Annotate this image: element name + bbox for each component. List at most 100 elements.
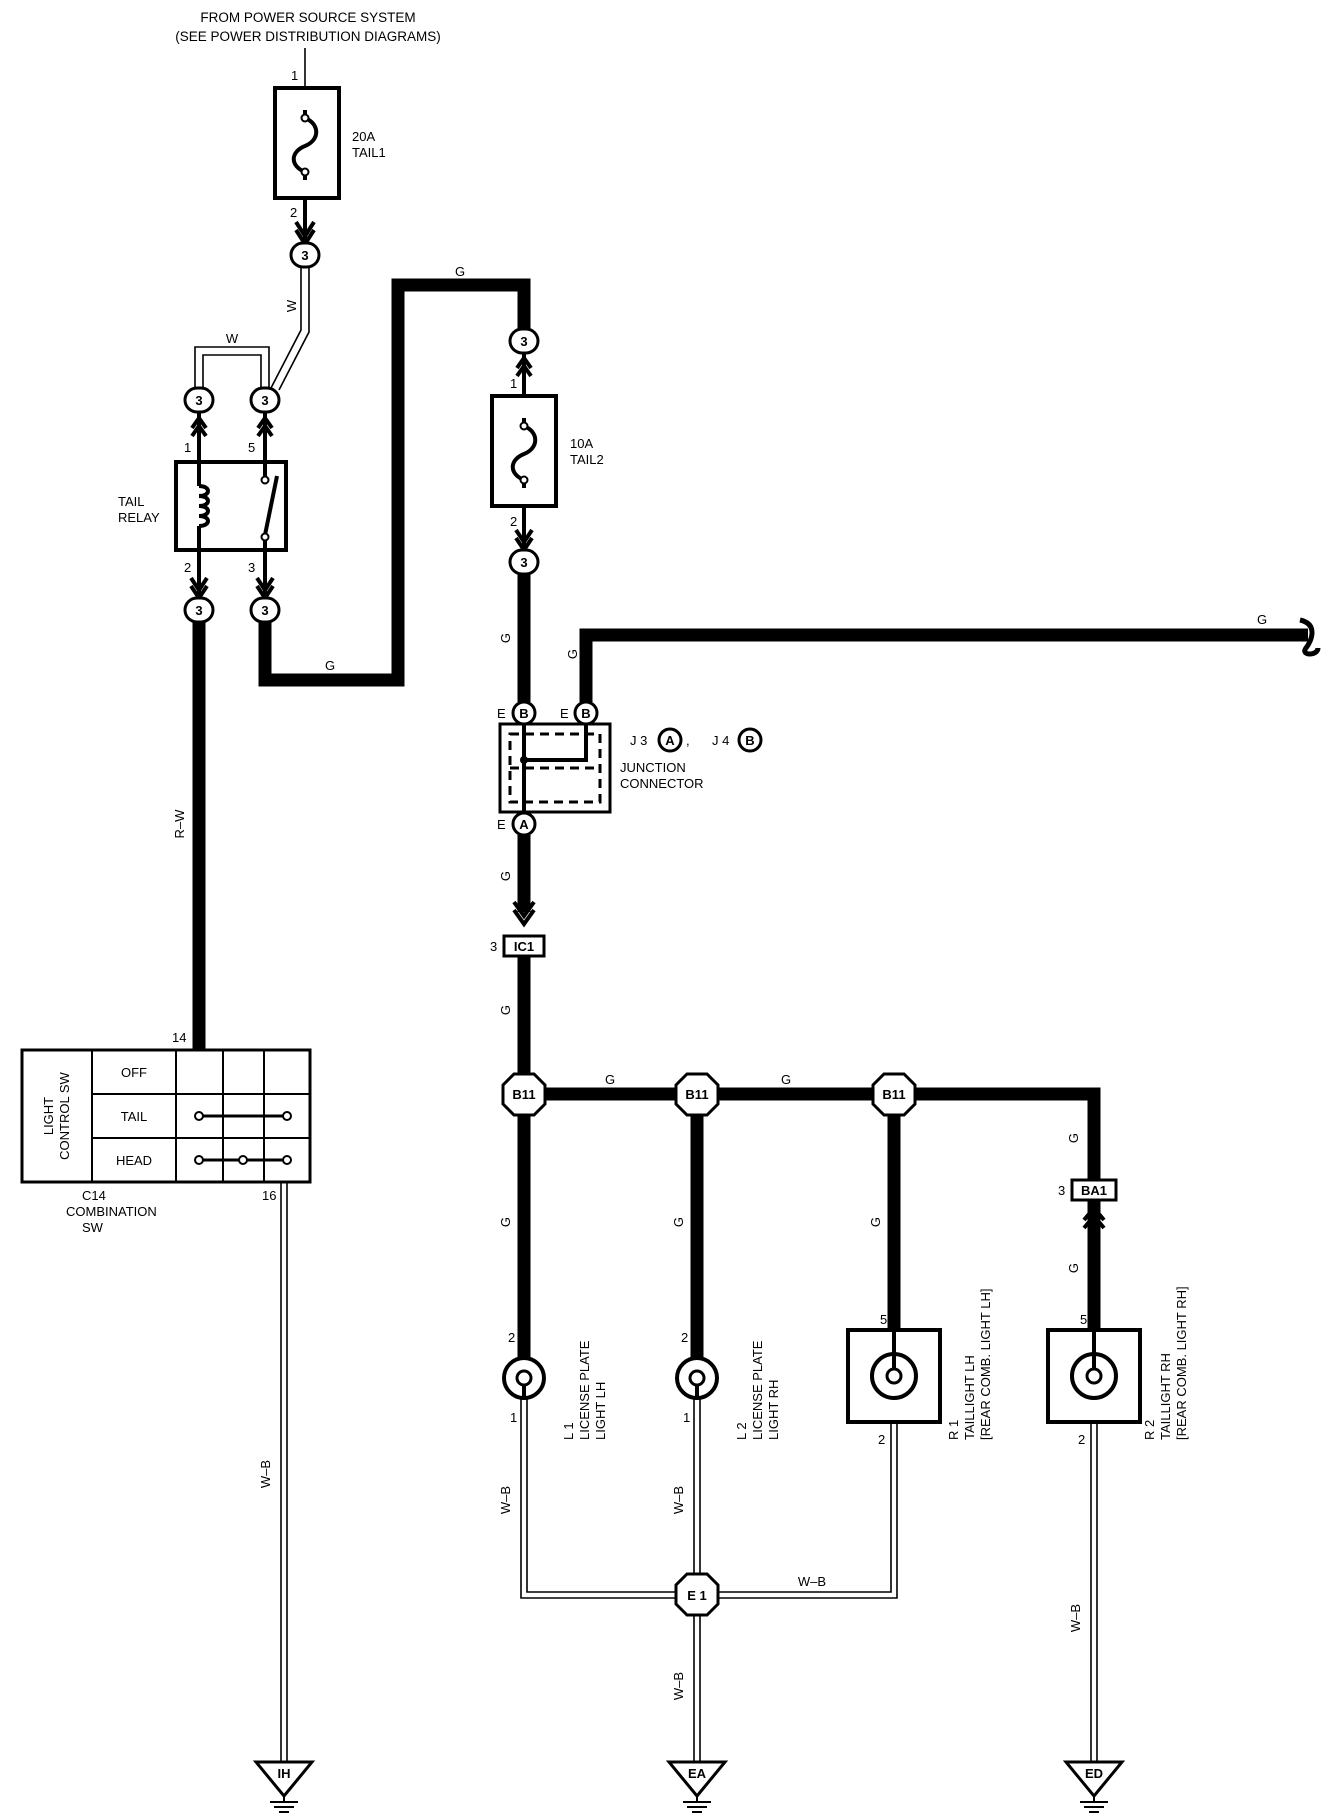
- header-line2: (SEE POWER DISTRIBUTION DIAGRAMS): [175, 29, 441, 44]
- svg-text:IC1: IC1: [514, 939, 534, 954]
- svg-text:G: G: [671, 1217, 686, 1227]
- wire-g-junction-to-ic1: G IC1 3 G: [490, 835, 546, 1084]
- svg-text:3: 3: [261, 603, 268, 618]
- svg-text:2: 2: [1078, 1432, 1085, 1447]
- svg-text:1: 1: [683, 1410, 690, 1425]
- connector-ba1: BA1 3 G: [1058, 1178, 1118, 1330]
- switch-position-head: HEAD: [116, 1153, 152, 1168]
- license-plate-light-rh: 2 1 L 2 LICENSE PLATE LIGHT RH: [675, 1330, 781, 1440]
- svg-text:3: 3: [195, 393, 202, 408]
- relay-label-2: RELAY: [118, 510, 160, 525]
- svg-text:G: G: [1257, 612, 1267, 627]
- splice-b11-2: B11: [674, 1072, 720, 1360]
- switch-title-2: CONTROL SW: [57, 1071, 72, 1159]
- header-line1: FROM POWER SOURCE SYSTEM: [200, 10, 415, 25]
- svg-text:A: A: [665, 733, 675, 748]
- switch-ref: C14: [82, 1188, 106, 1203]
- wire-continuation-break-icon: [1299, 617, 1321, 657]
- relay-coil-icon: [198, 484, 210, 528]
- fuse-tail2-name: TAIL2: [570, 452, 604, 467]
- svg-text:G: G: [455, 264, 465, 279]
- switch-pin-14: 14: [172, 1030, 186, 1045]
- switch-title-1: LIGHT: [41, 1097, 56, 1135]
- svg-text:W–B: W–B: [671, 1486, 686, 1514]
- ground-icon: [665, 1760, 729, 1799]
- ground-icon: [1062, 1760, 1126, 1799]
- svg-text:G: G: [498, 871, 513, 881]
- svg-text:G: G: [781, 1072, 791, 1087]
- svg-text:G: G: [498, 633, 513, 643]
- relay-pin-5: 5: [248, 440, 255, 455]
- svg-text:G: G: [565, 649, 580, 659]
- svg-text:B11: B11: [685, 1087, 708, 1102]
- fuse-tail1-name: TAIL1: [352, 145, 386, 160]
- svg-text:G: G: [1066, 1263, 1081, 1273]
- svg-text:BA1: BA1: [1081, 1183, 1107, 1198]
- svg-text:EA: EA: [688, 1766, 707, 1781]
- switch-name-2: SW: [82, 1220, 104, 1235]
- splice-b11-3: B11: [871, 1072, 917, 1330]
- svg-text:B: B: [581, 706, 590, 721]
- svg-text:3: 3: [520, 334, 527, 349]
- fuse-tail2-element: [510, 418, 538, 488]
- svg-text:2: 2: [681, 1330, 688, 1345]
- fuse-tail1-element: [291, 110, 319, 180]
- svg-text:1: 1: [510, 1410, 517, 1425]
- fuse-tail2-amps: 10A: [570, 436, 593, 451]
- svg-text:5: 5: [1080, 1312, 1087, 1327]
- svg-text:G: G: [868, 1217, 883, 1227]
- relay-label-1: TAIL: [118, 494, 145, 509]
- svg-text:3: 3: [195, 603, 202, 618]
- license-plate-light-lh: 2 1 L 1 LICENSE PLATE LIGHT LH: [502, 1330, 608, 1440]
- taillight-rh: 5 2 R 2 TAILLIGHT RH [REAR COMB. LIGHT R…: [1046, 1286, 1189, 1447]
- relay-switch-contact: [263, 475, 279, 536]
- junction-j4: J 4: [712, 733, 729, 748]
- svg-text:5: 5: [880, 1312, 887, 1327]
- wire-color-w-vertical: W: [284, 299, 299, 312]
- svg-text:LICENSE PLATE: LICENSE PLATE: [577, 1340, 592, 1440]
- svg-text:W–B: W–B: [671, 1672, 686, 1700]
- ground-icon: [252, 1760, 316, 1799]
- svg-text:W–B: W–B: [798, 1574, 826, 1589]
- relay-pin-1: 1: [184, 440, 191, 455]
- svg-text:R 1: R 1: [946, 1420, 961, 1440]
- wire-g-relay-to-tail2: G G: [258, 264, 531, 687]
- svg-text:TAILLIGHT LH: TAILLIGHT LH: [962, 1355, 977, 1440]
- tail-relay: 3 3 1 5 TAIL RELAY 2 3 3 3: [118, 386, 288, 624]
- relay-pin-3: 3: [248, 560, 255, 575]
- svg-text:B11: B11: [512, 1087, 535, 1102]
- wire-color-w-loop: W: [226, 331, 239, 346]
- svg-text:IH: IH: [278, 1766, 291, 1781]
- svg-text:W–B: W–B: [1068, 1604, 1083, 1632]
- svg-text:L 1: L 1: [561, 1422, 576, 1440]
- svg-text:B: B: [745, 733, 754, 748]
- svg-text:R 2: R 2: [1142, 1420, 1157, 1440]
- splice-e1: E 1: [674, 1572, 720, 1617]
- svg-text:3: 3: [301, 248, 308, 263]
- svg-text:TAILLIGHT RH: TAILLIGHT RH: [1158, 1353, 1173, 1440]
- svg-text:G: G: [325, 658, 335, 673]
- svg-text:,: ,: [686, 733, 690, 748]
- svg-text:A: A: [519, 817, 529, 832]
- fuse-tail1-amps: 20A: [352, 129, 375, 144]
- junction-j3: J 3: [630, 733, 647, 748]
- svg-text:E 1: E 1: [687, 1588, 707, 1603]
- relay-pin-2: 2: [184, 560, 191, 575]
- svg-text:L 2: L 2: [734, 1422, 749, 1440]
- wire-wb-grounds: W–B W–B W–B W–B W–B: [498, 1398, 1098, 1762]
- ground-ea: EA: [665, 1760, 729, 1813]
- switch-position-off: OFF: [121, 1065, 147, 1080]
- taillight-lh: 5 2 R 1 TAILLIGHT LH [REAR COMB. LIGHT L…: [846, 1289, 993, 1447]
- ground-ih: IH: [252, 1760, 316, 1813]
- svg-text:2: 2: [510, 514, 517, 529]
- svg-text:3: 3: [261, 393, 268, 408]
- wire-w-to-relay: W W: [194, 267, 310, 391]
- fuse-tail2-body: [490, 394, 558, 508]
- svg-text:LICENSE PLATE: LICENSE PLATE: [750, 1340, 765, 1440]
- svg-text:W–B: W–B: [498, 1486, 513, 1514]
- svg-text:E: E: [497, 706, 506, 721]
- svg-text:[REAR COMB. LIGHT LH]: [REAR COMB. LIGHT LH]: [978, 1289, 993, 1440]
- switch-position-tail: TAIL: [121, 1109, 148, 1124]
- svg-text:B11: B11: [882, 1087, 905, 1102]
